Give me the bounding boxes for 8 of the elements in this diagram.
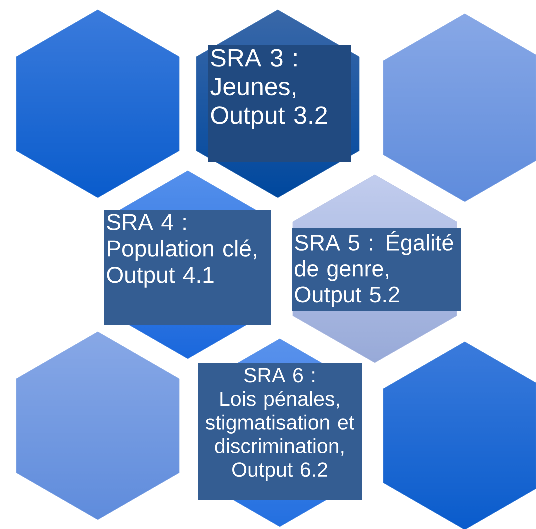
- text-box: SRA 5 : Égalité de genre, Output 5.2: [292, 228, 461, 311]
- hexagon: [16, 332, 180, 520]
- text-box: SRA 4 : Population clé, Output 4.1: [104, 210, 271, 325]
- hexagon: [16, 10, 180, 198]
- hexagon: [383, 14, 536, 202]
- hexagon: [383, 342, 536, 529]
- text-box: SRA 3 : Jeunes, Output 3.2: [208, 45, 351, 162]
- text-box: SRA 6 : Lois pénales, stigmatisation et discrimination, Output 6.2: [198, 363, 362, 500]
